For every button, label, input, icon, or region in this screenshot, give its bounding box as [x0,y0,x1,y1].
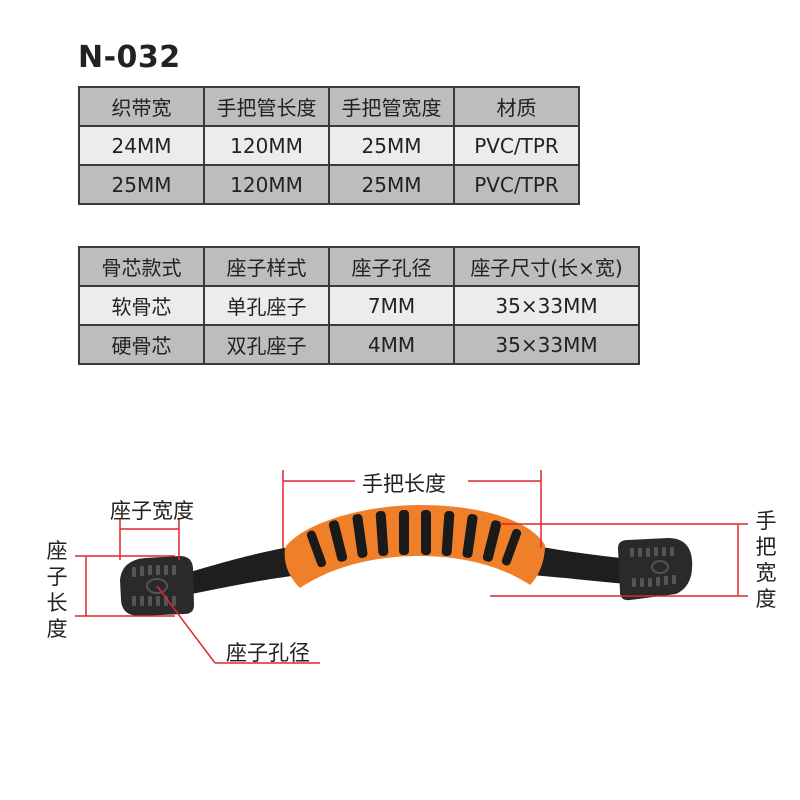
table-cell: 4MM [328,324,455,365]
header-cell: 座子样式 [203,246,330,287]
label-seat-hole: 座子孔径 [226,641,310,665]
table-cell: 25MM [328,164,455,205]
table-row: 硬骨芯 双孔座子 4MM 35×33MM [78,324,640,365]
header-cell: 骨芯款式 [78,246,205,287]
table-cell: 硬骨芯 [78,324,205,365]
table-cell: 120MM [203,125,330,166]
table-row: 25MM 120MM 25MM PVC/TPR [78,164,580,205]
header-cell: 手把管宽度 [328,86,455,127]
header-cell: 材质 [453,86,580,127]
table-cell: 25MM [78,164,205,205]
table-cell: 35×33MM [453,324,640,365]
table-cell: 35×33MM [453,285,640,326]
table-header-row: 骨芯款式 座子样式 座子孔径 座子尺寸(长×宽) [78,246,640,287]
label-seat-width: 座子宽度 [110,499,194,523]
table-cell: PVC/TPR [453,164,580,205]
label-handle-length: 手把长度 [362,472,446,496]
table-row: 24MM 120MM 25MM PVC/TPR [78,125,580,166]
orange-handle [284,505,545,588]
dimension-lines [75,470,748,664]
table-cell: 软骨芯 [78,285,205,326]
spec-table-webbing: 织带宽 手把管长度 手把管宽度 材质 24MM 120MM 25MM PVC/T… [78,86,580,205]
strap [530,545,640,585]
spec-table-seat: 骨芯款式 座子样式 座子孔径 座子尺寸(长×宽) 软骨芯 单孔座子 7MM 35… [78,246,640,365]
label-handle-width: 手把宽度 [755,509,777,611]
table-header-row: 织带宽 手把管长度 手把管宽度 材质 [78,86,580,127]
table-cell: 25MM [328,125,455,166]
header-cell: 座子孔径 [328,246,455,287]
table-cell: 双孔座子 [203,324,330,365]
table-cell: 7MM [328,285,455,326]
header-cell: 座子尺寸(长×宽) [453,246,640,287]
table-row: 软骨芯 单孔座子 7MM 35×33MM [78,285,640,326]
table-cell: 120MM [203,164,330,205]
table-cell: PVC/TPR [453,125,580,166]
header-cell: 手把管长度 [203,86,330,127]
right-seat [618,538,693,601]
model-number: N-032 [78,40,181,75]
handle-diagram [75,470,748,664]
label-seat-length: 座子长度 [46,539,68,641]
strap [170,545,300,598]
table-cell: 24MM [78,125,205,166]
header-cell: 织带宽 [78,86,205,127]
table-cell: 单孔座子 [203,285,330,326]
